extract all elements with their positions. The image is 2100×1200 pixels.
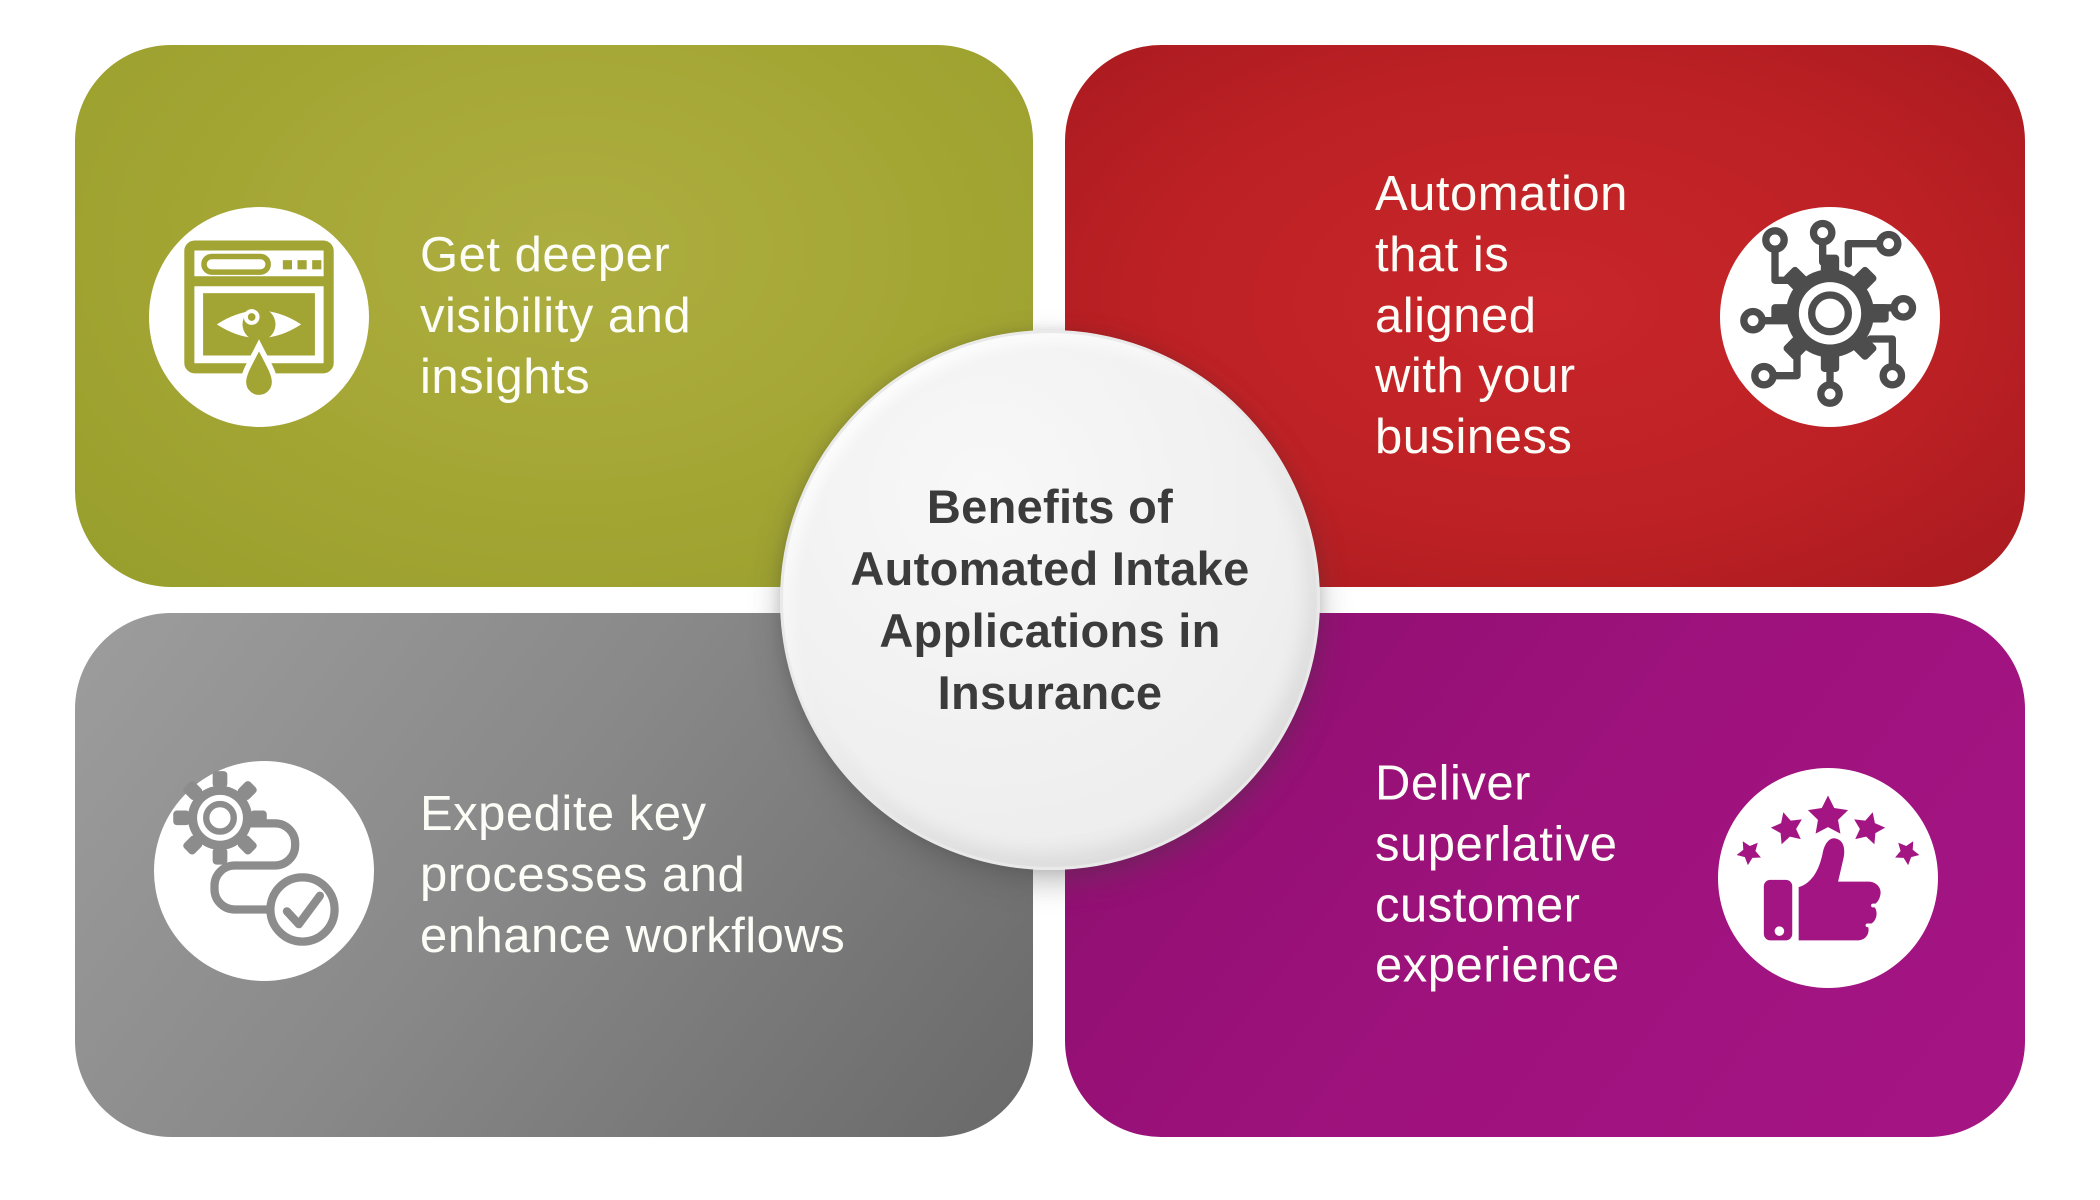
card-text: Get deeper visibility and insights <box>420 227 692 404</box>
card-text: Deliver superlative customer experience <box>1375 756 1620 993</box>
stars-thumbs-up-icon <box>1718 768 1938 988</box>
card-text: Expedite key processes and enhance workf… <box>420 786 846 963</box>
gear-path-check-icon <box>154 761 374 981</box>
card-automation-aligned: Automation that is aligned with your bus… <box>1065 45 2025 587</box>
browser-eye-icon <box>149 207 369 427</box>
center-title: Benefits of Automated Intake Application… <box>850 479 1250 720</box>
gear-circuit-icon <box>1720 207 1940 427</box>
card-get-deeper-visibility: Get deeper visibility and insights <box>75 45 1033 587</box>
center-hub-circle: Benefits of Automated Intake Application… <box>780 330 1320 870</box>
card-text: Automation that is aligned with your bus… <box>1375 167 1628 465</box>
